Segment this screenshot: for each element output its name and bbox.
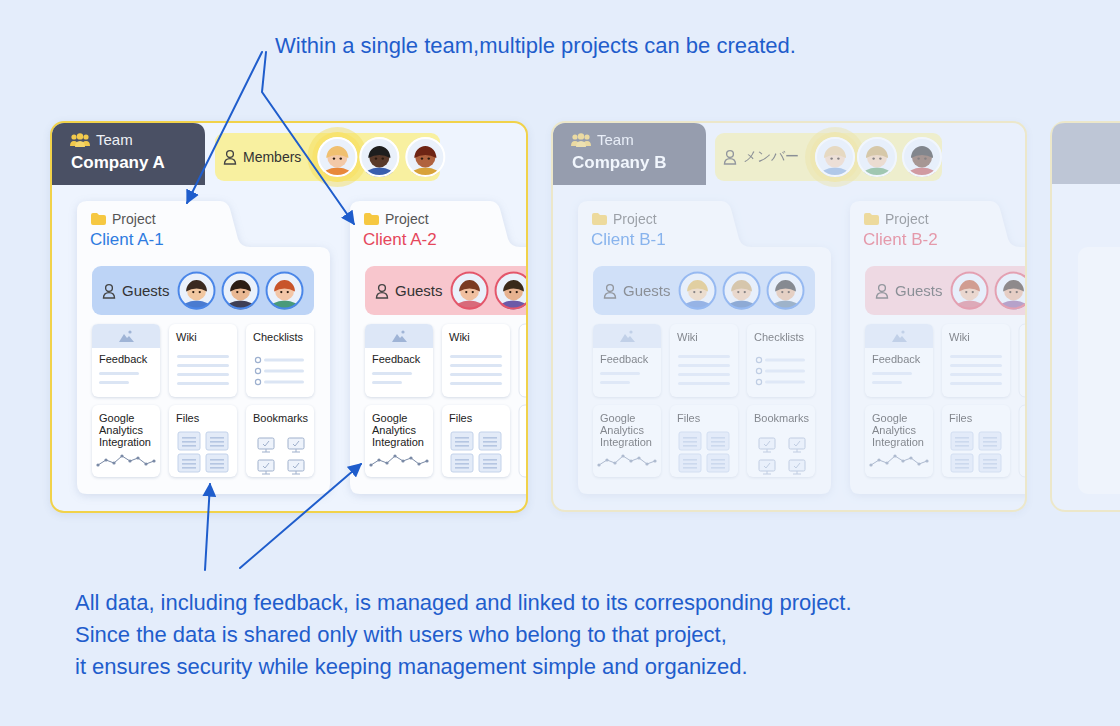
leader-line [187,52,262,203]
feature-tile: Files [442,405,510,477]
tile-label: Google Analytics Integration [372,412,430,448]
project-card: GuestsFeedback WikiGoogle Analytics Integ… [350,201,528,494]
folder-icon [592,213,607,225]
project-label: Project [885,211,929,227]
annotation-text: it ensures security while keeping manage… [75,654,748,680]
feature-tile: Feedback [865,324,933,397]
feature-tile: Bookmarks [747,405,815,477]
tile-label: Wiki [176,331,197,343]
tile-label: Google Analytics Integration [600,412,658,448]
feature-tile: Files [942,405,1010,477]
person-icon [375,283,389,299]
tile-label: Feedback [600,353,648,365]
members-label: Members [243,149,301,165]
person-icon [102,283,116,299]
folder-icon [91,213,106,225]
tile-label: Feedback [372,353,420,365]
feature-tile: Feedback [365,324,433,397]
tile-label: Wiki [949,331,970,343]
members-label: メンバー [743,148,799,166]
project-card: GuestsFeedback Wiki ChecklistsGoogle Analy… [578,201,831,494]
annotation-text: Since the data is shared only with users… [75,622,727,648]
project-card: GuestsFeedback WikiGoogle Analytics Integ… [850,201,1027,494]
leader-line [205,484,210,570]
tile-label: Google Analytics Integration [99,412,157,448]
feature-tile: Google Analytics Integration [92,405,160,477]
tile-label: Checklists [754,331,804,343]
tile-label: Wiki [449,331,470,343]
feature-tile: Checklists [747,324,815,397]
feature-tile: Wiki [670,324,738,397]
tile-label: Bookmarks [754,412,809,424]
feature-tile: Wiki [942,324,1010,397]
feature-tile: Wiki [442,324,510,397]
guests-label: Guests [122,282,170,299]
leader-line [262,52,354,224]
members-bar: メンバー [715,133,942,181]
project-label: Project [613,211,657,227]
team-label: Team [96,131,133,148]
person-icon [223,149,237,165]
person-icon [603,283,617,299]
tile-label: Checklists [253,331,303,343]
tile-label: Wiki [677,331,698,343]
folder-icon [864,213,879,225]
feature-tile: Files [169,405,237,477]
project-name: Client A-1 [90,230,164,250]
project-name: Client B-2 [863,230,938,250]
project-label: Project [385,211,429,227]
tile-label: Files [449,412,472,424]
team-panel: メンバー GuestsFeedback Wiki ChecklistsGoogle A… [551,121,1027,512]
members-bar: Members [215,133,440,181]
feature-tile: Google Analytics Integration [865,405,933,477]
feature-tile: Google Analytics Integration [593,405,661,477]
guests-bar: Guests [865,266,1027,315]
feature-tile: Feedback [92,324,160,397]
tile-label: Google Analytics Integration [872,412,930,448]
feature-tile: Files [670,405,738,477]
feature-tile: Google Analytics Integration [365,405,433,477]
guests-bar: Guests [92,266,314,315]
team-label: Team [597,131,634,148]
person-icon [875,283,889,299]
tile-label: Files [677,412,700,424]
guests-label: Guests [623,282,671,299]
project-label: Project [112,211,156,227]
third-team-panel [1051,122,1120,511]
project-card: GuestsFeedback Wiki ChecklistsGoogle Analy… [77,201,330,494]
leader-line [240,464,361,568]
tile-label: Feedback [872,353,920,365]
annotation-text: All data, including feedback, is managed… [75,590,852,616]
guests-label: Guests [895,282,943,299]
folder-icon [364,213,379,225]
tile-label: Feedback [99,353,147,365]
team-icon [70,133,90,147]
feature-tile: Checklists [246,324,314,397]
feature-tile: Wiki [169,324,237,397]
team-panel: MembersGuestsFeedback Wiki ChecklistsGoogl… [50,121,528,513]
guests-bar: Guests [365,266,528,315]
tile-label: Files [176,412,199,424]
guests-label: Guests [395,282,443,299]
guests-art [365,266,528,315]
guests-bar: Guests [593,266,815,315]
tile-label: Files [949,412,972,424]
guests-art [865,266,1027,315]
tile-label: Bookmarks [253,412,308,424]
person-icon [723,149,737,165]
feature-tile: Feedback [593,324,661,397]
team-icon [571,133,591,147]
project-name: Client B-1 [591,230,666,250]
team-name: Company A [71,153,165,173]
feature-tile: Bookmarks [246,405,314,477]
team-name: Company B [572,153,666,173]
project-name: Client A-2 [363,230,437,250]
annotation-text: Within a single team,multiple projects c… [275,33,796,59]
